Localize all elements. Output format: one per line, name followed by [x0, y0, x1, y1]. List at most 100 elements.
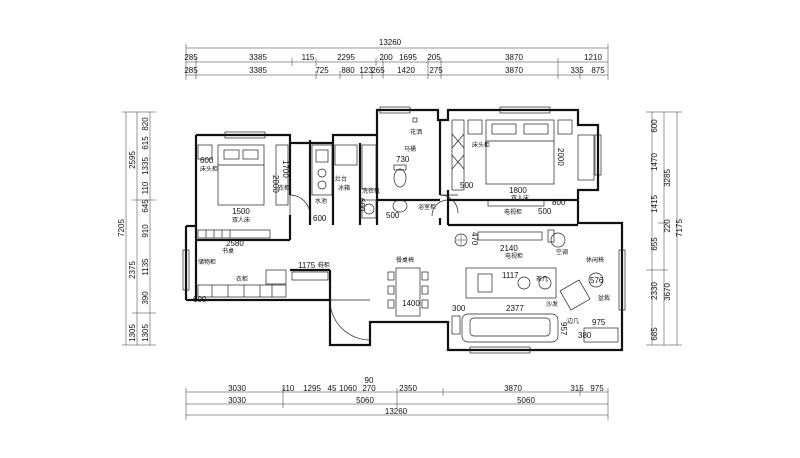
svg-text:45: 45 — [328, 384, 337, 393]
tv-stand-right — [487, 199, 545, 207]
bed-left-width: 1500 — [232, 207, 250, 216]
svg-text:315: 315 — [570, 384, 584, 393]
svg-text:3870: 3870 — [504, 384, 522, 393]
n576: 576 — [590, 276, 604, 285]
svg-text:880: 880 — [341, 66, 355, 75]
svg-text:7175: 7175 — [675, 219, 684, 237]
svg-text:5060: 5060 — [356, 396, 374, 405]
svg-text:115: 115 — [302, 53, 315, 62]
armchair-label: 休闲椅 — [586, 256, 604, 264]
sofa — [461, 313, 559, 343]
wardrobe-left — [275, 144, 289, 206]
svg-text:1060: 1060 — [339, 384, 357, 393]
n730: 730 — [396, 155, 410, 164]
n600c: 600 — [313, 214, 327, 223]
desk-left — [197, 229, 271, 239]
side-table-label: 边几 — [567, 317, 579, 325]
bed-left — [217, 144, 265, 206]
svg-text:725: 725 — [315, 66, 329, 75]
desk-label: 书桌 — [222, 247, 234, 255]
svg-text:5060: 5060 — [517, 396, 535, 405]
nightstand-right-a — [467, 119, 483, 135]
side-table-left — [451, 315, 461, 335]
bed-right-width: 1800 — [509, 186, 527, 195]
basin — [392, 199, 408, 213]
exterior-walls — [184, 108, 624, 352]
n500a: 500 — [386, 211, 400, 220]
n800: 800 — [552, 198, 566, 207]
svg-text:3285: 3285 — [663, 169, 672, 187]
ac-icon — [550, 232, 566, 248]
bed-left-depth: 2000 — [271, 175, 280, 193]
ac-label: 空调 — [556, 248, 568, 256]
plant-right — [588, 272, 604, 288]
nightstand-right-b — [557, 119, 573, 135]
dining-table — [387, 267, 429, 317]
n380: 380 — [578, 331, 592, 340]
n470: 470 — [470, 232, 479, 246]
svg-text:3670: 3670 — [663, 283, 672, 301]
svg-text:655: 655 — [650, 237, 659, 251]
nightstand-left — [197, 144, 213, 160]
svg-text:3870: 3870 — [505, 66, 523, 75]
svg-text:910: 910 — [141, 224, 150, 238]
n600b: 600 — [193, 295, 207, 304]
storage-label: 储物柜 — [198, 258, 216, 266]
svg-text:205: 205 — [427, 53, 441, 62]
top-total-dim: 13260 — [379, 38, 402, 47]
n1117: 1117 — [502, 271, 519, 280]
n1175: 1175 — [298, 261, 316, 270]
plant-icon — [454, 233, 468, 247]
bottom-dim-row2: 3030 5060 5060 — [228, 396, 535, 405]
bathroom-cabinet-label: 浴室柜 — [418, 203, 436, 211]
wardrobe-study — [197, 284, 287, 298]
svg-text:123: 123 — [359, 66, 373, 75]
wardrobe-study-label: 衣柜 — [236, 275, 248, 283]
svg-text:3030: 3030 — [228, 396, 246, 405]
shoe-cabinet — [291, 271, 329, 281]
bottom-dim-row1: 3030 110 1295 45 1060 270 2350 3870 315 … — [228, 384, 604, 393]
n300: 300 — [452, 304, 466, 313]
n500c: 500 — [538, 207, 552, 216]
armchair — [559, 279, 591, 311]
washer — [361, 199, 377, 219]
svg-text:1305: 1305 — [128, 324, 137, 342]
svg-text:1415: 1415 — [650, 195, 659, 213]
cabinet-study — [265, 269, 287, 285]
svg-text:285: 285 — [184, 53, 198, 62]
stove-label: 灶台 — [335, 175, 347, 183]
kitchen-sink-label: 水池 — [315, 197, 327, 205]
svg-text:7205: 7205 — [117, 219, 126, 237]
n1400: 1400 — [402, 299, 420, 308]
bottom-extra-dim: 90 — [365, 376, 374, 385]
svg-text:200: 200 — [379, 53, 393, 62]
plant-right-label: 盆栽 — [598, 294, 610, 302]
svg-text:2350: 2350 — [399, 384, 417, 393]
svg-text:3385: 3385 — [249, 66, 267, 75]
svg-text:975: 975 — [590, 384, 604, 393]
armoire-right — [577, 134, 595, 181]
svg-text:615: 615 — [141, 136, 150, 150]
left-dim-labels: 7205 2595 2375 1305 820 615 1335 110 645… — [117, 117, 150, 342]
svg-text:1695: 1695 — [399, 53, 417, 62]
n2377: 2377 — [506, 304, 524, 313]
fridge-label: 冰箱 — [338, 184, 350, 192]
svg-text:820: 820 — [141, 117, 150, 131]
svg-text:265: 265 — [371, 66, 385, 75]
svg-text:3030: 3030 — [228, 384, 246, 393]
top-dim-row1: 285 3385 115 2295 200 1695 205 3870 1210 — [184, 53, 602, 62]
bottom-total-dim: 13260 — [385, 407, 408, 416]
toilet — [393, 168, 407, 188]
shower-label: 花洒 — [410, 128, 422, 136]
left-dimension-lines — [122, 111, 156, 346]
svg-text:1135: 1135 — [141, 258, 150, 276]
svg-text:2295: 2295 — [337, 53, 355, 62]
svg-text:3870: 3870 — [505, 53, 523, 62]
svg-text:875: 875 — [591, 66, 605, 75]
nightstand-left-label: 床头柜 — [200, 165, 218, 173]
toilet-label: 马桶 — [404, 145, 416, 153]
svg-text:220: 220 — [663, 219, 672, 233]
svg-text:1335: 1335 — [141, 157, 150, 175]
bed-left-label: 双人床 — [232, 216, 250, 224]
